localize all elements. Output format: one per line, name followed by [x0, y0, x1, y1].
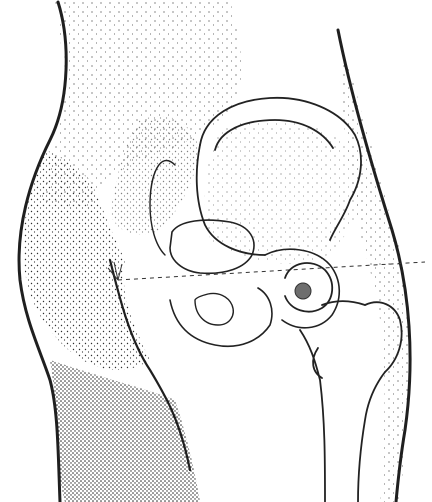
landmark-marker [295, 283, 311, 299]
